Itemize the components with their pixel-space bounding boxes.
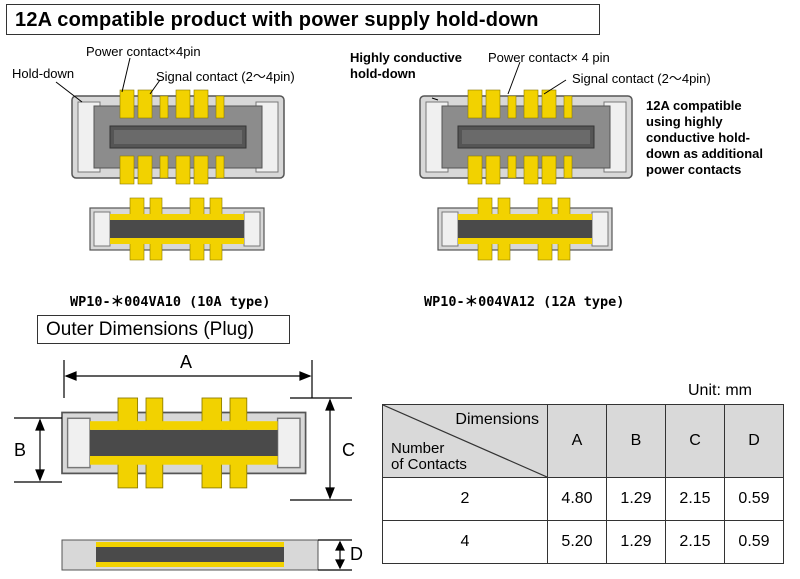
note-line: using highly bbox=[646, 114, 723, 129]
table-cell: 1.29 bbox=[606, 477, 666, 521]
power-contact-label-right: Power contact× 4 pin bbox=[488, 50, 610, 65]
column-header-b: B bbox=[606, 404, 666, 478]
table-cell: 1.29 bbox=[606, 520, 666, 564]
signal-contact-label-right: Signal contact (2～4pin) bbox=[572, 71, 711, 86]
header-contacts: Number of Contacts bbox=[391, 441, 467, 473]
diagonal-header-cell: Dimensions Number of Contacts bbox=[382, 404, 548, 478]
note-line: conductive hold- bbox=[646, 130, 750, 145]
column-header-d: D bbox=[724, 404, 784, 478]
header-dimensions: Dimensions bbox=[455, 411, 539, 428]
signal-contact-label-left: Signal contact (2～4pin) bbox=[156, 69, 295, 84]
table-row: 4 5.20 1.29 2.15 0.59 bbox=[382, 520, 784, 564]
table-cell: 0.59 bbox=[724, 477, 784, 521]
type-label-10a: WP10-＊004VA10 (10A type) bbox=[70, 294, 271, 310]
dim-letter-b: B bbox=[14, 440, 27, 460]
header-contacts-line1: Number bbox=[391, 440, 445, 457]
dim-letter-a: A bbox=[180, 352, 193, 372]
highly-conductive-label-2: hold-down bbox=[350, 66, 416, 81]
table-cell: 5.20 bbox=[547, 520, 607, 564]
table-row: 2 4.80 1.29 2.15 0.59 bbox=[382, 477, 784, 521]
table-header-row: Dimensions Number of Contacts A B C D bbox=[382, 404, 784, 478]
dimensions-table: Dimensions Number of Contacts A B C D 2 … bbox=[382, 404, 784, 564]
note-line: 12A compatible bbox=[646, 98, 742, 113]
header-contacts-line2: of Contacts bbox=[391, 456, 467, 473]
hold-down-label: Hold-down bbox=[12, 66, 75, 81]
power-contact-label-left: Power contact×4pin bbox=[86, 44, 201, 59]
diagonal-line bbox=[383, 405, 547, 477]
table-cell: 2.15 bbox=[665, 520, 725, 564]
column-header-a: A bbox=[547, 404, 607, 478]
highly-conductive-label-1: Highly conductive bbox=[350, 50, 462, 65]
column-header-c: C bbox=[665, 404, 725, 478]
dim-letter-d: D bbox=[350, 544, 363, 564]
table-cell-contacts: 2 bbox=[382, 477, 548, 521]
table-cell-contacts: 4 bbox=[382, 520, 548, 564]
unit-label: Unit: mm bbox=[688, 382, 752, 399]
type-label-12a: WP10-＊004VA12 (12A type) bbox=[424, 294, 625, 310]
12a-note: 12A compatible using highly conductive h… bbox=[646, 98, 763, 178]
outer-dimensions-title: Outer Dimensions (Plug) bbox=[37, 315, 290, 344]
table-cell: 4.80 bbox=[547, 477, 607, 521]
dim-letter-c: C bbox=[342, 440, 355, 460]
table-cell: 0.59 bbox=[724, 520, 784, 564]
main-title: 12A compatible product with power supply… bbox=[6, 4, 600, 35]
table-cell: 2.15 bbox=[665, 477, 725, 521]
note-line: down as additional bbox=[646, 146, 764, 161]
note-line: power contacts bbox=[646, 162, 742, 177]
